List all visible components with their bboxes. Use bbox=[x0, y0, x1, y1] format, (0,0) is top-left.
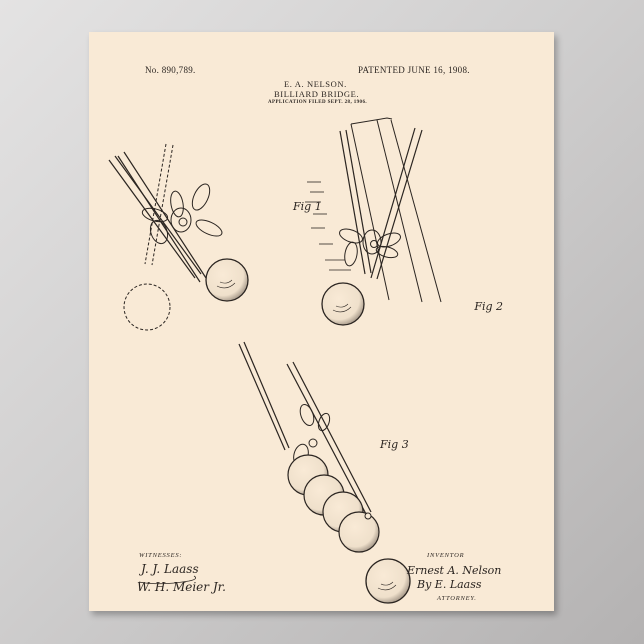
patent-title: BILLIARD BRIDGE. bbox=[274, 89, 360, 99]
patent-number: No. 890,789. bbox=[145, 65, 196, 75]
figure-3-label: Fig 3 bbox=[380, 438, 409, 451]
figure-1-drawing bbox=[108, 143, 249, 331]
attorney-label: ATTORNEY. bbox=[437, 595, 477, 602]
attorney-signature: By E. Laass bbox=[417, 578, 482, 591]
inventor-signature: Ernest A. Nelson bbox=[407, 564, 502, 577]
application-filed: APPLICATION FILED SEPT. 28, 1906. bbox=[268, 100, 367, 105]
patent-date: PATENTED JUNE 16, 1908. bbox=[358, 65, 470, 75]
inventor-label: INVENTOR bbox=[427, 552, 465, 559]
figure-1-label: Fig 1 bbox=[293, 200, 322, 213]
figure-2-label: Fig 2 bbox=[474, 300, 503, 313]
figure-3-drawing bbox=[238, 341, 411, 604]
inventor-name: E. A. NELSON. bbox=[284, 79, 347, 89]
witness-signature-1: J. J. Laass bbox=[141, 562, 199, 576]
witnesses-label: WITNESSES: bbox=[139, 552, 183, 559]
patent-drawing bbox=[108, 117, 442, 604]
witness-signature-2: W. H. Meier Jr. bbox=[137, 580, 226, 594]
figure-2-drawing bbox=[305, 117, 442, 326]
patent-poster: No. 890,789. PATENTED JUNE 16, 1908. E. … bbox=[89, 32, 554, 611]
